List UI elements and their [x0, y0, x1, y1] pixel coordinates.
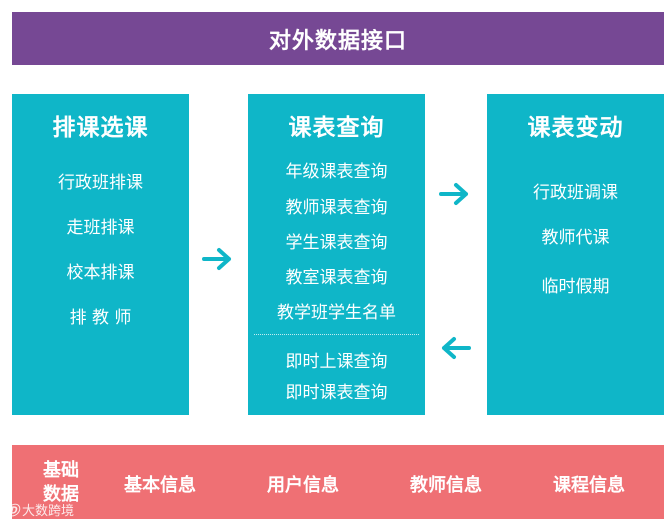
- timetable-change-item: 行政班调课: [533, 183, 618, 203]
- scheduling-item: 校本排课: [66, 263, 135, 283]
- base-info-label: 基本信息: [124, 475, 196, 496]
- watermark-text: 大数跨境: [22, 504, 75, 519]
- scheduling-item: 行政班排课: [58, 173, 143, 193]
- scheduling-item: 排 教 师: [69, 308, 132, 328]
- timetable-change-item: 教师代课: [541, 228, 610, 248]
- course-info-label: 课程信息: [553, 475, 625, 496]
- base-data-bar: 基础 数据 基本信息 用户信息 教师信息 课程信息: [12, 445, 664, 519]
- arrow-right-icon: [439, 183, 468, 205]
- scheduling-panel: 排课选课 行政班排课 走班排课 校本排课 排 教 师: [12, 94, 189, 415]
- timetable-change-item: 临时假期: [541, 277, 610, 297]
- timetable-change-panel: 课表变动 行政班调课 教师代课 临时假期: [487, 94, 664, 415]
- scheduling-panel-title: 排课选课: [52, 115, 149, 141]
- timetable-query-item: 年级课表查询: [285, 162, 388, 182]
- timetable-query-panel-title: 课表查询: [288, 115, 385, 141]
- timetable-query-item: 教室课表查询: [285, 268, 388, 288]
- user-info-label: 用户信息: [267, 475, 339, 496]
- external-data-interface-bar: 对外数据接口: [12, 12, 664, 65]
- timetable-query-item: 即时上课查询: [285, 352, 388, 372]
- header-title: 对外数据接口: [268, 28, 407, 54]
- timetable-query-item: 即时课表查询: [285, 383, 388, 403]
- watermark-logo-icon: Ⓓ: [6, 504, 20, 519]
- timetable-change-panel-title: 课表变动: [527, 115, 624, 141]
- base-data-label-line: 数据: [43, 484, 79, 505]
- timetable-query-item: 教师课表查询: [285, 198, 388, 218]
- teacher-info-label: 教师信息: [410, 475, 482, 496]
- base-data-label-line: 基础: [43, 460, 79, 481]
- arrow-right-icon: [202, 248, 231, 270]
- arrow-left-icon: [442, 337, 471, 359]
- timetable-query-panel: 课表查询 年级课表查询 教师课表查询 学生课表查询 教室课表查询 教学班学生名单…: [248, 94, 425, 415]
- scheduling-item: 走班排课: [66, 218, 135, 238]
- timetable-query-item: 教学班学生名单: [277, 303, 396, 323]
- watermark: Ⓓ 大数跨境: [6, 500, 74, 519]
- base-data-label: 基础 数据: [35, 459, 87, 507]
- timetable-query-item: 学生课表查询: [285, 233, 388, 253]
- panel-divider: [254, 334, 419, 335]
